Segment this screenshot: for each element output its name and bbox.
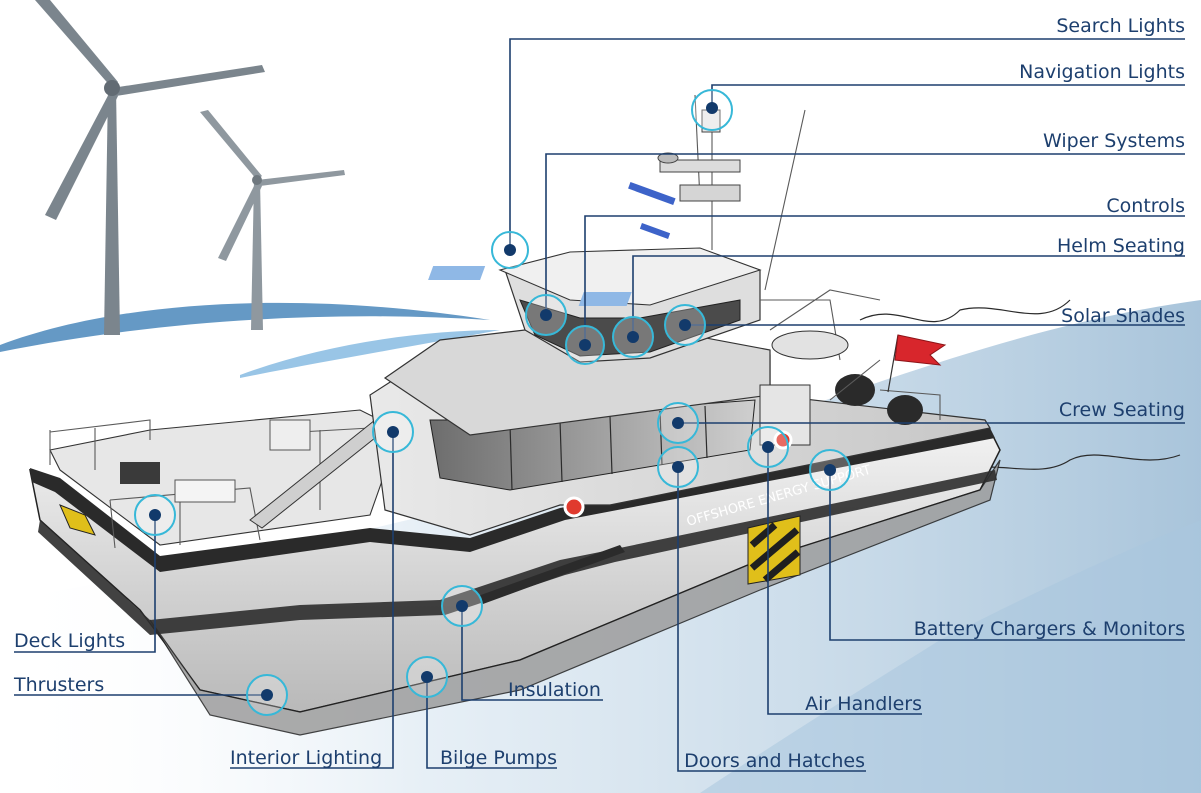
wheelhouse-windows — [519, 299, 741, 357]
wind-turbine-large — [35, 0, 265, 335]
horizon-swoosh-light — [240, 330, 500, 378]
marker-wiper-systems[interactable] — [525, 294, 567, 336]
label-crew-seating[interactable]: Crew Seating — [1059, 399, 1185, 421]
label-thrusters[interactable]: Thrusters — [13, 674, 104, 696]
marker-interior-lighting[interactable] — [372, 411, 414, 453]
label-interior-lighting[interactable]: Interior Lighting — [230, 747, 382, 769]
marker-air-handlers[interactable] — [747, 426, 789, 468]
label-insulation[interactable]: Insulation — [508, 679, 601, 701]
deck-crate — [174, 479, 236, 503]
bow-light-yellow — [59, 504, 96, 536]
label-deck-lights[interactable]: Deck Lights — [14, 630, 125, 652]
deck-cabinet — [269, 419, 311, 451]
callout-labels: Search Lights Navigation Lights Wiper Sy… — [13, 15, 1185, 772]
marker-doors-hatches[interactable] — [657, 446, 699, 488]
wind-turbine-small — [200, 110, 345, 330]
wake-line — [859, 299, 1071, 323]
vessel-illustration: OFFSHORE ENERGY SUPPORT — [29, 94, 1001, 736]
life-ring-1 — [563, 496, 585, 518]
marker-helm-seating[interactable] — [612, 316, 654, 358]
foredeck — [759, 289, 947, 446]
marker-battery-chargers[interactable] — [809, 449, 851, 491]
label-solar-shades[interactable]: Solar Shades — [1061, 305, 1185, 327]
label-air-handlers[interactable]: Air Handlers — [805, 693, 922, 715]
label-navigation-lights[interactable]: Navigation Lights — [1019, 61, 1185, 83]
label-battery-chargers[interactable]: Battery Chargers & Monitors — [914, 618, 1185, 640]
hull-stripe — [478, 545, 625, 604]
fender-belt-lower — [38, 470, 997, 635]
label-search-lights[interactable]: Search Lights — [1056, 15, 1185, 37]
marker-thrusters[interactable] — [246, 674, 288, 716]
wheelhouse-roof — [498, 247, 762, 306]
sea-wave-highlight — [700, 520, 1201, 793]
label-helm-seating[interactable]: Helm Seating — [1057, 235, 1185, 257]
marker-search-lights[interactable] — [491, 231, 529, 269]
label-wiper-systems[interactable]: Wiper Systems — [1043, 130, 1185, 152]
horizon-swoosh — [0, 302, 490, 352]
callout-markers — [134, 89, 851, 716]
flag — [894, 334, 947, 366]
label-bilge-pumps[interactable]: Bilge Pumps — [440, 747, 557, 769]
label-controls[interactable]: Controls — [1106, 195, 1185, 217]
cabin-window-frames — [509, 405, 708, 491]
solar-panel-1 — [428, 266, 486, 280]
mast — [628, 94, 806, 291]
deck-equipment — [120, 462, 160, 484]
hull-lower — [149, 459, 1001, 736]
marker-navigation-lights[interactable] — [691, 89, 733, 131]
leader-lines — [14, 38, 1185, 772]
label-doors-hatches[interactable]: Doors and Hatches — [684, 750, 865, 772]
marker-crew-seating[interactable] — [657, 402, 699, 444]
marker-deck-lights[interactable] — [134, 494, 176, 536]
marker-solar-shades[interactable] — [664, 304, 706, 346]
marker-controls[interactable] — [565, 325, 605, 365]
marker-bilge-pumps[interactable] — [406, 656, 448, 698]
hazard-stripes — [749, 522, 801, 583]
marker-insulation[interactable] — [441, 585, 483, 627]
solar-panel-2 — [578, 292, 632, 306]
